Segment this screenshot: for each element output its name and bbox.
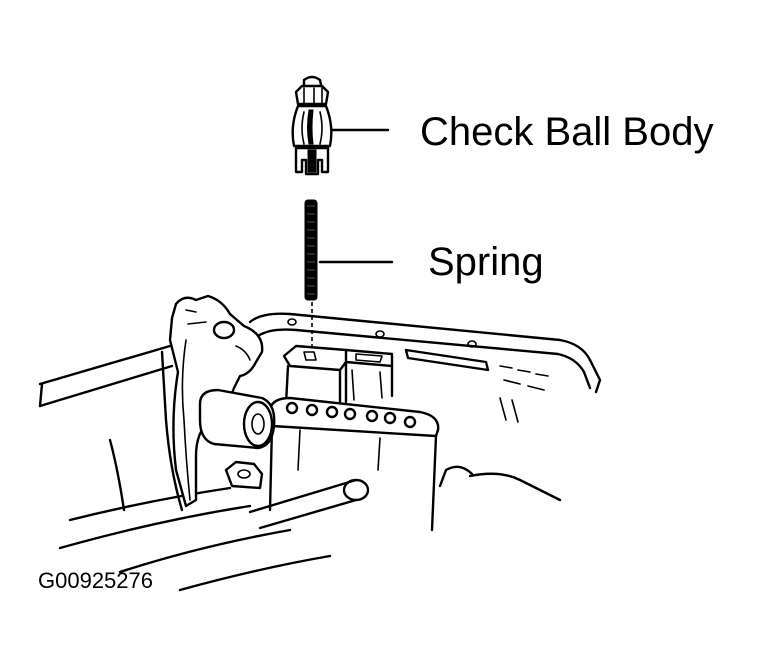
transmission-case [38,312,602,592]
figure-id: G00925276 [38,568,153,593]
check-ball-body-label: Check Ball Body [420,110,714,154]
valve-body-block [248,344,440,532]
spring-label: Spring [428,240,544,284]
spring-part [304,199,318,301]
detent-lever [108,294,276,512]
check-ball-body-part [291,75,333,176]
